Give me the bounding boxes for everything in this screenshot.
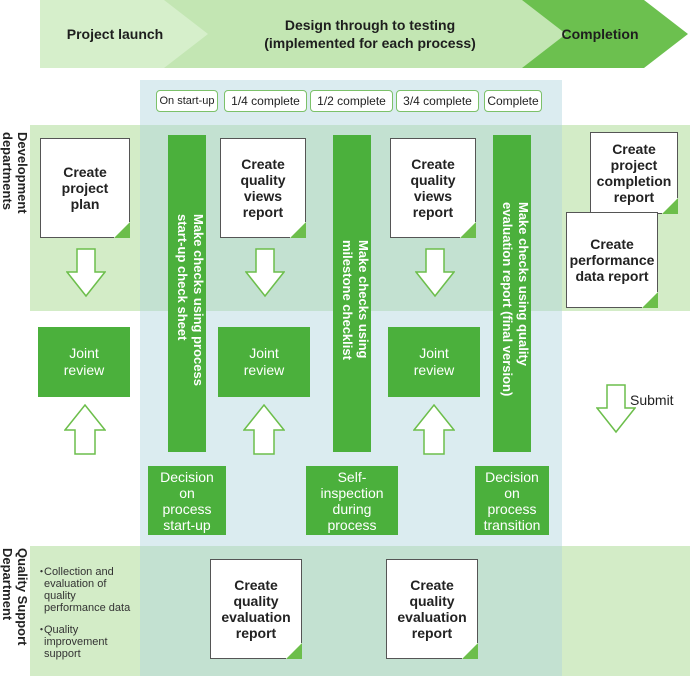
doc-quality-eval-1-text: Create quality evaluation report [221,577,291,641]
self-inspection-during-process: Self- inspection during process [306,466,398,535]
doc-quality-evaluation-2: Create quality evaluation report [386,559,478,659]
joint-review-2-text: Joint review [243,345,285,378]
joint-review-2: Joint review [218,327,310,397]
qs-item-improvement: Quality improvement support [44,624,108,660]
page-fold-icon [462,643,478,659]
milestone-three-quarter: 3/4 complete [396,90,479,112]
down-arrow-icon [415,248,455,298]
doc-quality-eval-2-text: Create quality evaluation report [397,577,467,641]
milestone-quarter: 1/4 complete [224,90,307,112]
decision-process-start-up: Decision on process start-up [148,466,226,535]
page-fold-icon [662,198,678,214]
joint-review-1-text: Joint review [63,345,105,378]
joint-review-3-text: Joint review [413,345,455,378]
doc-project-completion-report: Create project completion report [590,132,678,214]
qs-bullet-1: ・ [36,566,47,578]
down-arrow-icon [66,248,106,298]
doc-quality-evaluation-1: Create quality evaluation report [210,559,302,659]
doc-quality-views-1-text: Create quality views report [240,156,286,220]
doc-project-plan: Create project plan [40,138,130,238]
check-bar-milestone: Make checks using milestone checklist [333,135,371,452]
development-departments-label: Development departments [0,132,30,214]
page-fold-icon [114,222,130,238]
up-arrow-icon [243,404,285,455]
decision-start-up-text: Decision on process start-up [160,468,214,533]
phase-completion-shape [522,0,688,68]
quality-support-band [30,546,690,676]
doc-quality-views-2-text: Create quality views report [410,156,456,220]
submit-label: Submit [630,392,674,408]
joint-review-3: Joint review [388,327,480,397]
milestone-start-up: On start-up [156,90,218,112]
doc-performance-text: Create performance data report [569,236,655,284]
phase-design-label: Design through to testing (implemented f… [264,17,476,51]
page-fold-icon [460,222,476,238]
quality-support-label: Quality Support Department [0,548,30,646]
phase-completion-label: Completion [561,26,639,42]
check-bar-startup: Make checks using process start-up check… [168,135,206,452]
check-bar-final: Make checks using quality evaluation rep… [493,135,531,452]
page-fold-icon [290,222,306,238]
phase-header-bar [40,0,688,68]
up-arrow-icon [64,404,106,455]
down-arrow-icon [245,248,285,298]
phase-launch-shape [40,0,214,68]
doc-quality-views-2: Create quality views report [390,138,476,238]
page-fold-icon [642,292,658,308]
milestone-half: 1/2 complete [310,90,393,112]
doc-project-plan-text: Create project plan [61,164,109,212]
submit-down-arrow-icon [596,384,636,434]
page-fold-icon [286,643,302,659]
joint-review-1: Joint review [38,327,130,397]
qs-item-collection: Collection and evaluation of quality per… [44,566,131,614]
phase-launch-label: Project launch [66,26,164,42]
self-inspection-text: Self- inspection during process [320,468,384,533]
phase-design-shape [164,0,572,68]
doc-quality-views-1: Create quality views report [220,138,306,238]
decision-process-transition: Decision on process transition [475,466,549,535]
milestone-complete: Complete [484,90,542,112]
qs-bullet-2: ・ [36,624,47,636]
doc-performance-data-report: Create performance data report [566,212,658,308]
decision-transition-text: Decision on process transition [483,468,541,533]
doc-completion-text: Create project completion report [596,141,672,205]
up-arrow-icon [413,404,455,455]
